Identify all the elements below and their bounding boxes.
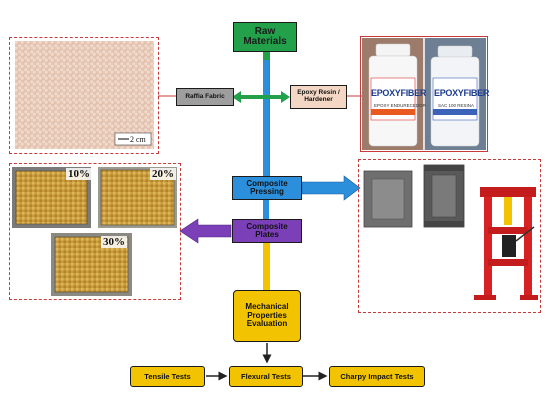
epoxy-photo-frame — [360, 36, 488, 152]
plates-arrow — [179, 218, 232, 244]
epoxy-jars-photo — [362, 38, 486, 150]
raw-materials-node: Raw Materials — [233, 22, 297, 52]
equipment-photo-frame — [358, 159, 541, 313]
green-arrowhead-right — [281, 91, 290, 103]
jar-left-brand: EPOXYFIBER — [371, 88, 427, 98]
mechanical-properties-node: Mechanical Properties Evaluation — [233, 290, 301, 342]
pressing-arrow — [301, 175, 361, 201]
jar-left-sub: EPOXY ENDURECEDOR — [374, 103, 426, 108]
plates-photo-frame — [9, 163, 181, 300]
raffia-fabric-photo — [15, 41, 154, 149]
plate-30-label: 30% — [101, 236, 127, 248]
plate-20-label: 20% — [150, 168, 176, 180]
tensile-tests-node: Tensile Tests — [130, 366, 205, 387]
plate-20-photo — [98, 167, 177, 228]
flexural-tests-node: Flexural Tests — [229, 366, 303, 387]
yellow-trunk — [263, 242, 270, 290]
scale-bar-label: 2 cm — [130, 135, 146, 144]
charpy-tests-node: Charpy Impact Tests — [329, 366, 425, 387]
jar-left-lid — [375, 43, 411, 57]
pressing-equipment-photo — [362, 163, 538, 309]
composite-pressing-node: Composite Pressing — [232, 176, 302, 200]
scale-bar-box — [114, 132, 152, 146]
jar-right-brand: EPOXYFIBER — [434, 88, 490, 98]
raffia-photo-frame — [9, 37, 159, 154]
jar-right-sub: SAC 100 RESINA — [438, 103, 475, 108]
hydraulic-press — [474, 187, 538, 300]
green-arrowhead-left — [232, 91, 241, 103]
blue-trunk — [263, 60, 269, 220]
jar-right-lid — [437, 45, 473, 58]
plate-10-label: 10% — [66, 168, 92, 180]
raffia-fabric-node: Raffia Fabric — [176, 88, 234, 106]
composite-plates-node: Composite Plates — [232, 219, 302, 243]
epoxy-node: Epoxy Resin / Hardener — [290, 85, 347, 109]
